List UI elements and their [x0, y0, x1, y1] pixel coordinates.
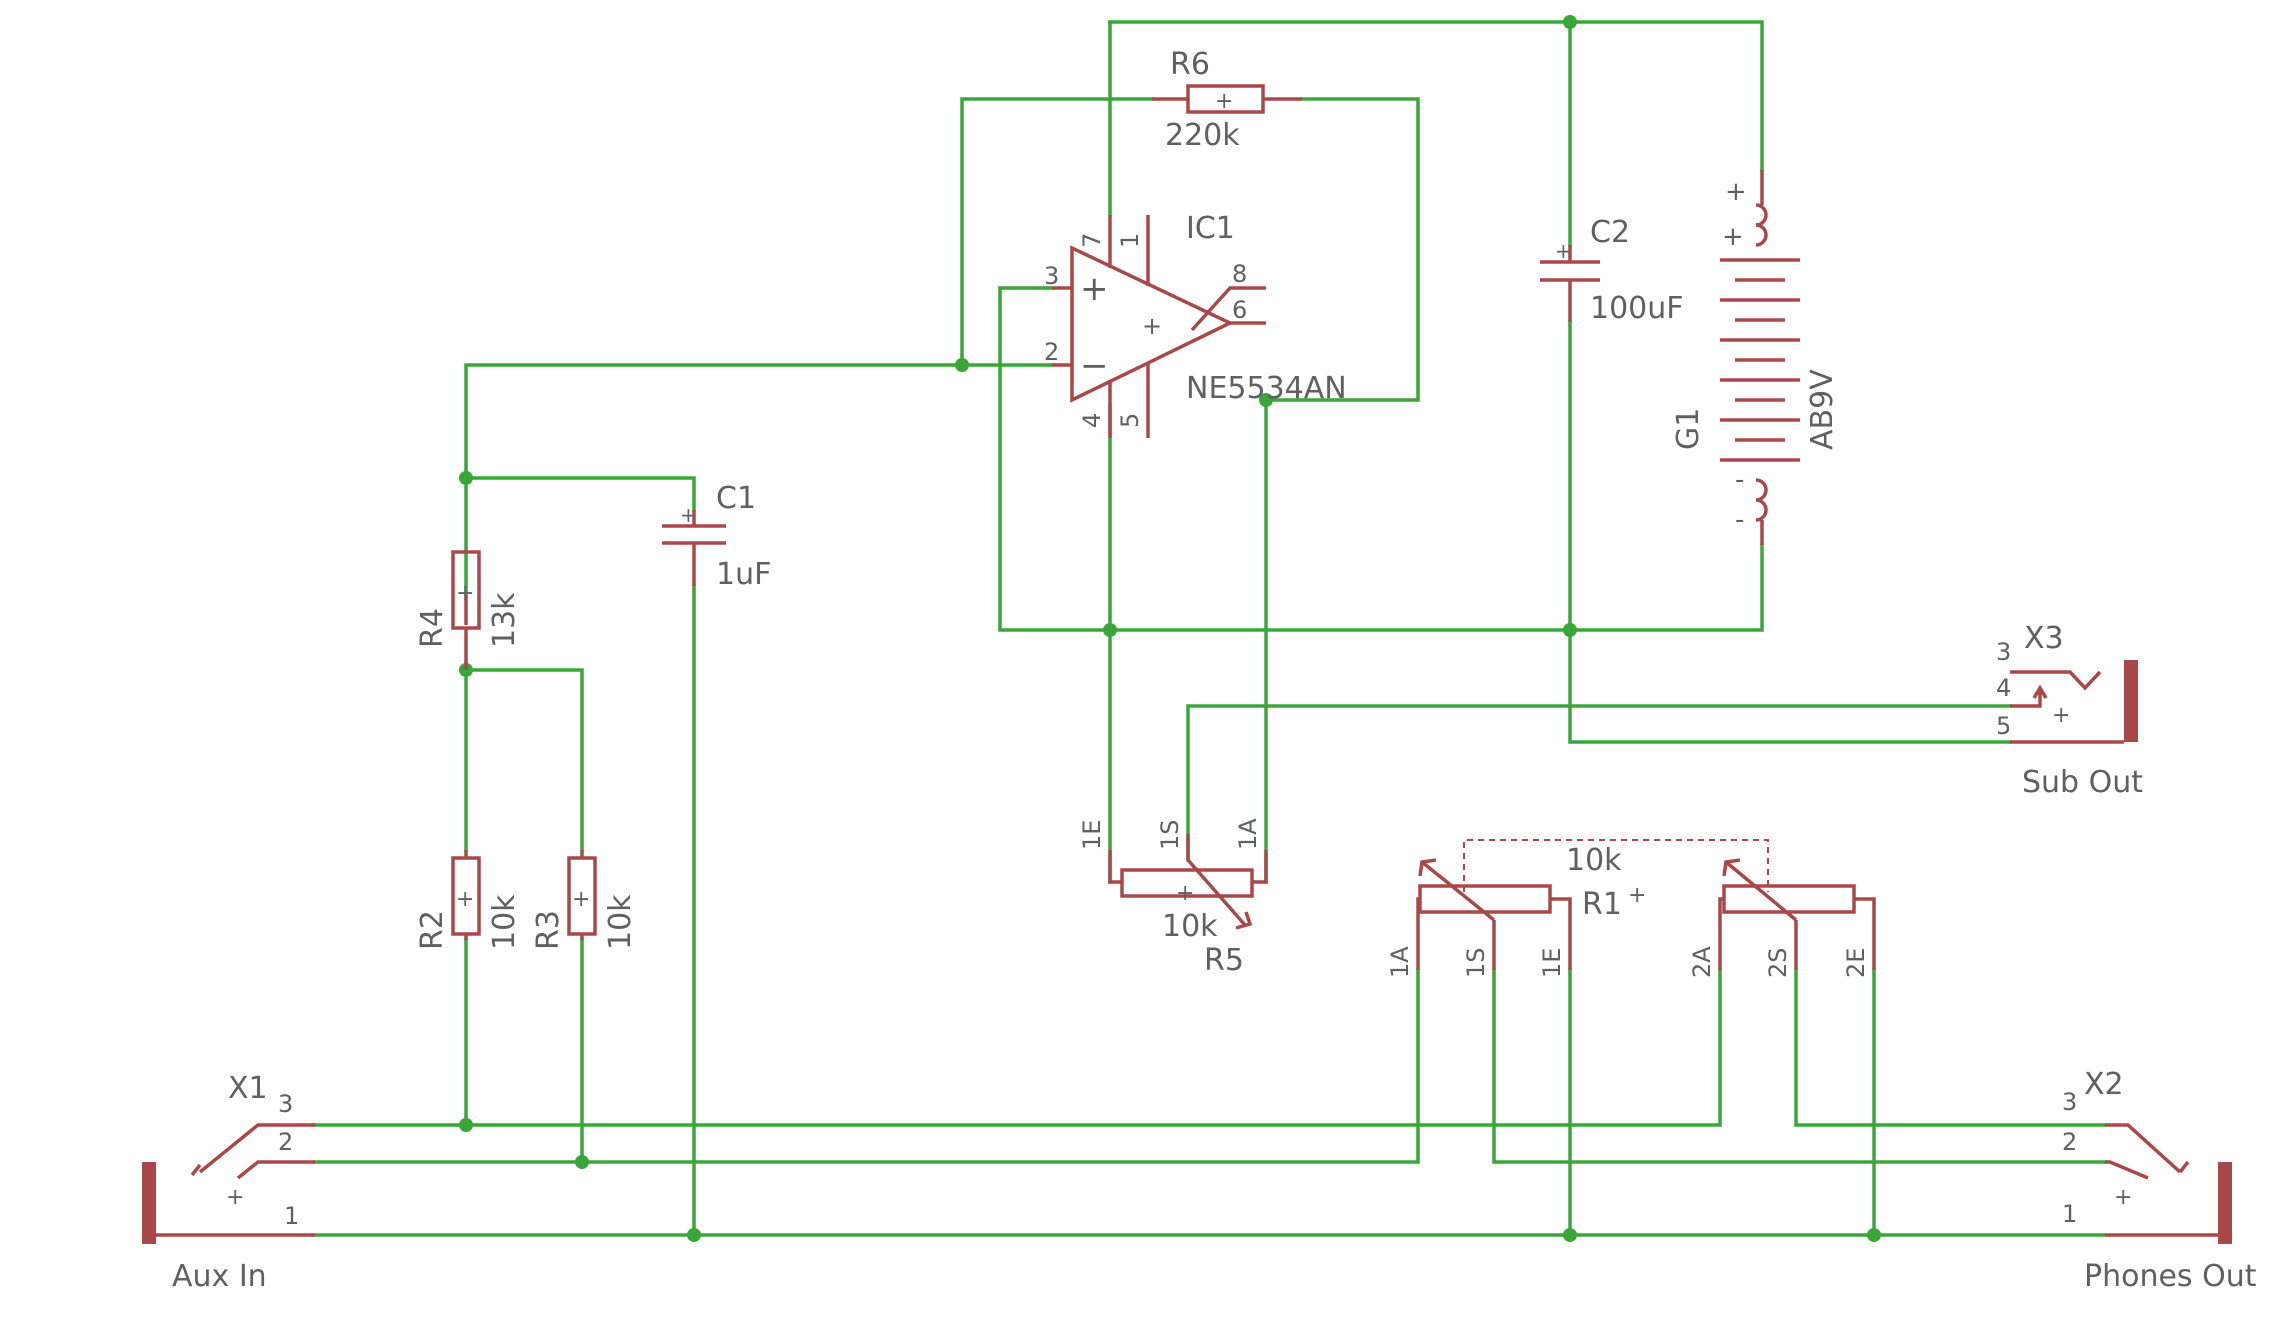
- ic1-pin-6: 6: [1232, 296, 1247, 324]
- g1-name: G1: [1671, 408, 1706, 450]
- c2-value: 100uF: [1590, 291, 1684, 326]
- junction-dot: [459, 1118, 473, 1132]
- junction-dot: [459, 471, 473, 485]
- jack-x1-aux-in: X1 3 2 1 + Aux In: [142, 1071, 315, 1294]
- x2-pin-1: 1: [2062, 1200, 2077, 1228]
- x2-name: X2: [2084, 1067, 2124, 1102]
- r2-value: 10k: [487, 894, 522, 950]
- r5-pin-1e: 1E: [1078, 820, 1106, 850]
- g1-minus-a: -: [1735, 465, 1744, 495]
- r1-plus: +: [1628, 883, 1646, 908]
- x3-pin-5: 5: [1996, 712, 2011, 740]
- r4-name: R4: [415, 608, 450, 648]
- c1-name: C1: [716, 481, 756, 516]
- x1-name: X1: [228, 1071, 268, 1106]
- junction-dot: [1867, 1228, 1881, 1242]
- x1-pin-1: 1: [284, 1202, 299, 1230]
- opamp-ic1: + − + IC1 NE5534AN 3 2 8 6 7 1 4 5: [1044, 211, 1347, 438]
- resistor-r6: + R6 220k: [1152, 47, 1302, 153]
- g1-plus-inner: +: [1722, 222, 1744, 252]
- x3-pin-3: 3: [1996, 638, 2011, 666]
- x1-label: Aux In: [172, 1259, 267, 1294]
- x2-label: Phones Out: [2084, 1259, 2257, 1294]
- jack-x3-sub-out: X3 3 4 5 + Sub Out: [1996, 621, 2143, 800]
- c1-value: 1uF: [716, 557, 771, 592]
- ic1-input-minus: −: [1080, 346, 1109, 386]
- r4-plus: +: [456, 581, 474, 606]
- ic1-pin-1: 1: [1116, 233, 1144, 248]
- junction-dot: [687, 1228, 701, 1242]
- capacitor-c1: + C1 1uF: [662, 481, 771, 592]
- x3-label: Sub Out: [2022, 765, 2143, 800]
- r1-pin-2a: 2A: [1688, 946, 1716, 978]
- r5-name: R5: [1204, 943, 1244, 978]
- x2-pin-2: 2: [2062, 1128, 2077, 1156]
- ic1-pin-5: 5: [1116, 413, 1144, 428]
- dual-potentiometer-r1: 10k R1 + 1A 1S 1E 2A 2S 2E: [1386, 839, 1876, 978]
- resistor-r2: + R2 10k: [415, 850, 522, 950]
- g1-minus-b: -: [1735, 505, 1744, 535]
- ic1-pin-8: 8: [1232, 260, 1247, 288]
- r5-pin-1s: 1S: [1156, 819, 1184, 850]
- capacitor-c2: + C2 100uF: [1540, 215, 1684, 326]
- r1-pin-1a: 1A: [1386, 946, 1414, 978]
- r1-name: R1: [1582, 887, 1622, 922]
- g1-value: AB9V: [1805, 369, 1840, 450]
- junction-dot: [1563, 15, 1577, 29]
- r1-value: 10k: [1566, 843, 1622, 878]
- c2-name: C2: [1590, 215, 1630, 250]
- x2-plus: +: [2114, 1185, 2132, 1210]
- x3-plus: +: [2052, 703, 2070, 728]
- jack-x2-phones-out: X2 3 2 1 + Phones Out: [2062, 1067, 2257, 1294]
- wires: [313, 20, 2107, 1237]
- ic1-value: NE5534AN: [1186, 371, 1347, 406]
- resistor-r4: + R4 13k: [415, 550, 522, 670]
- r1-pin-2e: 2E: [1842, 948, 1870, 978]
- r1-pin-1e: 1E: [1538, 948, 1566, 978]
- x1-pin-2: 2: [278, 1128, 293, 1156]
- c1-plus: +: [680, 503, 697, 527]
- r2-name: R2: [415, 910, 450, 950]
- r6-plus: +: [1215, 89, 1233, 114]
- ic1-pin-7: 7: [1078, 233, 1106, 248]
- junction-dots: [459, 15, 1881, 1242]
- r3-value: 10k: [603, 894, 638, 950]
- r5-value: 10k: [1162, 909, 1218, 944]
- junction-dot: [1563, 623, 1577, 637]
- r5-pin-1a: 1A: [1234, 818, 1262, 850]
- ic1-name: IC1: [1186, 211, 1235, 246]
- resistor-r3: + R3 10k: [531, 850, 638, 950]
- junction-dot: [1563, 1228, 1577, 1242]
- r2-plus: +: [456, 887, 474, 912]
- x1-pin-3: 3: [278, 1090, 293, 1118]
- ic1-pin-3: 3: [1044, 262, 1059, 290]
- r3-plus: +: [572, 887, 590, 912]
- g1-plus-top: +: [1725, 177, 1747, 207]
- potentiometer-r5: + 1E 1S 1A 10k R5: [1078, 818, 1268, 978]
- r3-name: R3: [531, 910, 566, 950]
- junction-dot: [1103, 623, 1117, 637]
- junction-dot: [955, 358, 969, 372]
- r6-name: R6: [1170, 47, 1210, 82]
- x2-pin-3: 3: [2062, 1088, 2077, 1116]
- r6-value: 220k: [1165, 118, 1240, 153]
- x3-pin-4: 4: [1996, 674, 2011, 702]
- ic1-input-plus: +: [1080, 269, 1109, 309]
- ic1-pin-2: 2: [1044, 338, 1059, 366]
- battery-g1: + + - - G1 AB9V: [1671, 170, 1840, 545]
- junction-dot: [575, 1155, 589, 1169]
- junction-dot: [1259, 393, 1273, 407]
- x1-plus: +: [226, 1185, 244, 1210]
- ic1-center-plus: +: [1142, 312, 1162, 340]
- x3-name: X3: [2024, 621, 2064, 656]
- r1-pin-2s: 2S: [1764, 947, 1792, 978]
- ic1-pin-4: 4: [1078, 413, 1106, 428]
- r4-value: 13k: [487, 592, 522, 648]
- r1-pin-1s: 1S: [1462, 947, 1490, 978]
- c2-plus: +: [1555, 239, 1572, 263]
- r5-plus: +: [1176, 881, 1194, 906]
